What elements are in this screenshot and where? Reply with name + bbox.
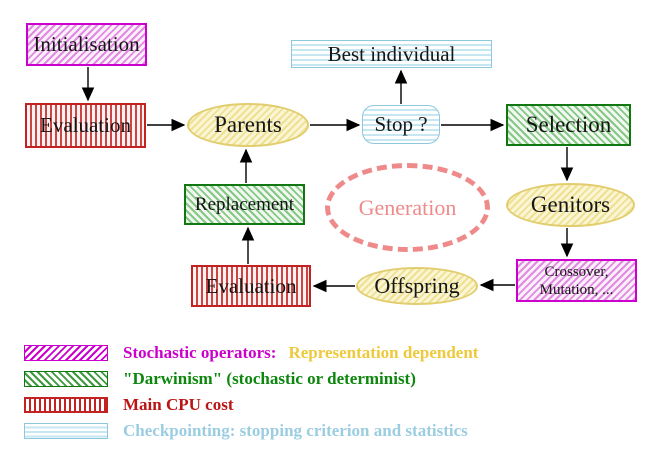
legend-swatch-cyan-stripes bbox=[24, 423, 108, 439]
node-parents: Parents bbox=[187, 103, 309, 147]
node-offspring: Offspring bbox=[356, 267, 478, 305]
legend-swatch-red-stripes bbox=[24, 397, 108, 413]
crossover-line2: Mutation, ... bbox=[539, 281, 614, 298]
crossover-line1: Crossover, bbox=[544, 263, 609, 280]
legend-label-representation-dependent: Representation dependent bbox=[288, 343, 479, 362]
node-replacement: Replacement bbox=[184, 184, 305, 225]
legend-label-checkpointing: Checkpointing: stopping criterion and st… bbox=[123, 421, 468, 440]
node-selection: Selection bbox=[506, 104, 631, 146]
node-generation: Generation bbox=[325, 163, 490, 252]
node-crossover-mutation: Crossover, Mutation, ... bbox=[516, 259, 637, 302]
legend-row-stochastic: Stochastic operators: Representation dep… bbox=[24, 343, 479, 362]
legend-swatch-green-hatch bbox=[24, 371, 108, 387]
node-stop: Stop ? bbox=[362, 105, 440, 144]
legend-row-cpu-cost: Main CPU cost bbox=[24, 395, 234, 414]
legend-label-darwinism: "Darwinism" (stochastic or determinist) bbox=[123, 369, 416, 388]
node-initialisation: Initialisation bbox=[26, 23, 147, 66]
legend-row-checkpointing: Checkpointing: stopping criterion and st… bbox=[24, 421, 468, 440]
legend-label-main-cpu-cost: Main CPU cost bbox=[123, 395, 234, 414]
legend-label-stochastic-operators: Stochastic operators: bbox=[123, 343, 277, 362]
node-best-individual: Best individual bbox=[291, 40, 492, 68]
node-evaluation-bottom: Evaluation bbox=[191, 265, 311, 307]
legend-row-darwinism: "Darwinism" (stochastic or determinist) bbox=[24, 369, 416, 388]
node-genitors: Genitors bbox=[506, 183, 635, 227]
node-evaluation-top: Evaluation bbox=[25, 103, 146, 148]
legend-swatch-magenta-hatch bbox=[24, 345, 108, 361]
